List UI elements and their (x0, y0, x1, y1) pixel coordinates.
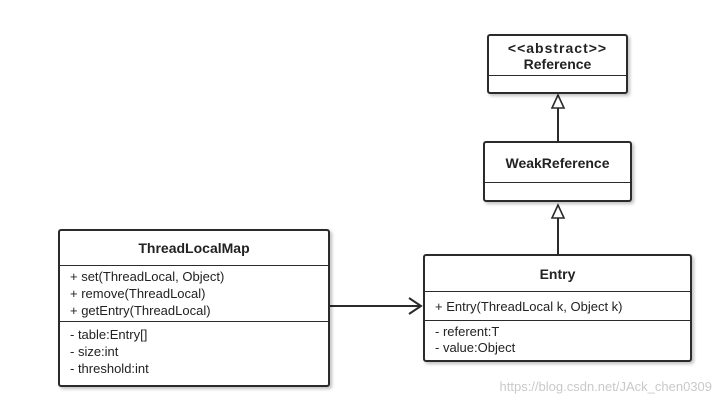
method-row: + getEntry(ThreadLocal) (70, 303, 211, 318)
class-reference-name: Reference (523, 55, 592, 72)
field-row: - table:Entry[] (70, 327, 148, 342)
field-row: - size:int (70, 344, 119, 359)
method-row: + remove(ThreadLocal) (70, 286, 206, 301)
class-thread-local-map-header: ThreadLocalMap (60, 231, 328, 266)
watermark: https://blog.csdn.net/JAck_chen0309 (499, 379, 712, 394)
field-row: - threshold:int (70, 361, 149, 376)
field-row: - referent:T (435, 324, 500, 339)
method-row: + Entry(ThreadLocal k, Object k) (435, 299, 623, 314)
class-weak-reference[interactable]: WeakReference (483, 141, 632, 202)
class-entry-name: Entry (539, 265, 576, 282)
class-weak-reference-name: WeakReference (505, 154, 610, 171)
class-reference[interactable]: <<abstract>> Reference (487, 34, 628, 94)
class-thread-local-map-methods: + set(ThreadLocal, Object) + remove(Thre… (60, 266, 328, 321)
class-thread-local-map-fields: - table:Entry[] - size:int - threshold:i… (60, 321, 328, 380)
class-entry-fields: - referent:T - value:Object (425, 320, 690, 359)
class-entry[interactable]: Entry + Entry(ThreadLocal k, Object k) -… (423, 254, 692, 362)
class-thread-local-map[interactable]: ThreadLocalMap + set(ThreadLocal, Object… (58, 229, 330, 387)
class-thread-local-map-name: ThreadLocalMap (138, 240, 250, 256)
class-entry-methods: + Entry(ThreadLocal k, Object k) (425, 292, 690, 320)
inheritance-arrowhead-weakref (550, 203, 566, 219)
class-entry-header: Entry (425, 256, 690, 292)
stereotype-label: <<abstract>> (507, 39, 608, 56)
inheritance-arrowhead-reference (550, 93, 566, 109)
class-weak-reference-header: WeakReference (485, 143, 630, 183)
association-arrowhead-entry (408, 297, 423, 315)
field-row: - value:Object (435, 340, 516, 355)
class-reference-header: <<abstract>> Reference (489, 36, 626, 76)
method-row: + set(ThreadLocal, Object) (70, 269, 225, 284)
